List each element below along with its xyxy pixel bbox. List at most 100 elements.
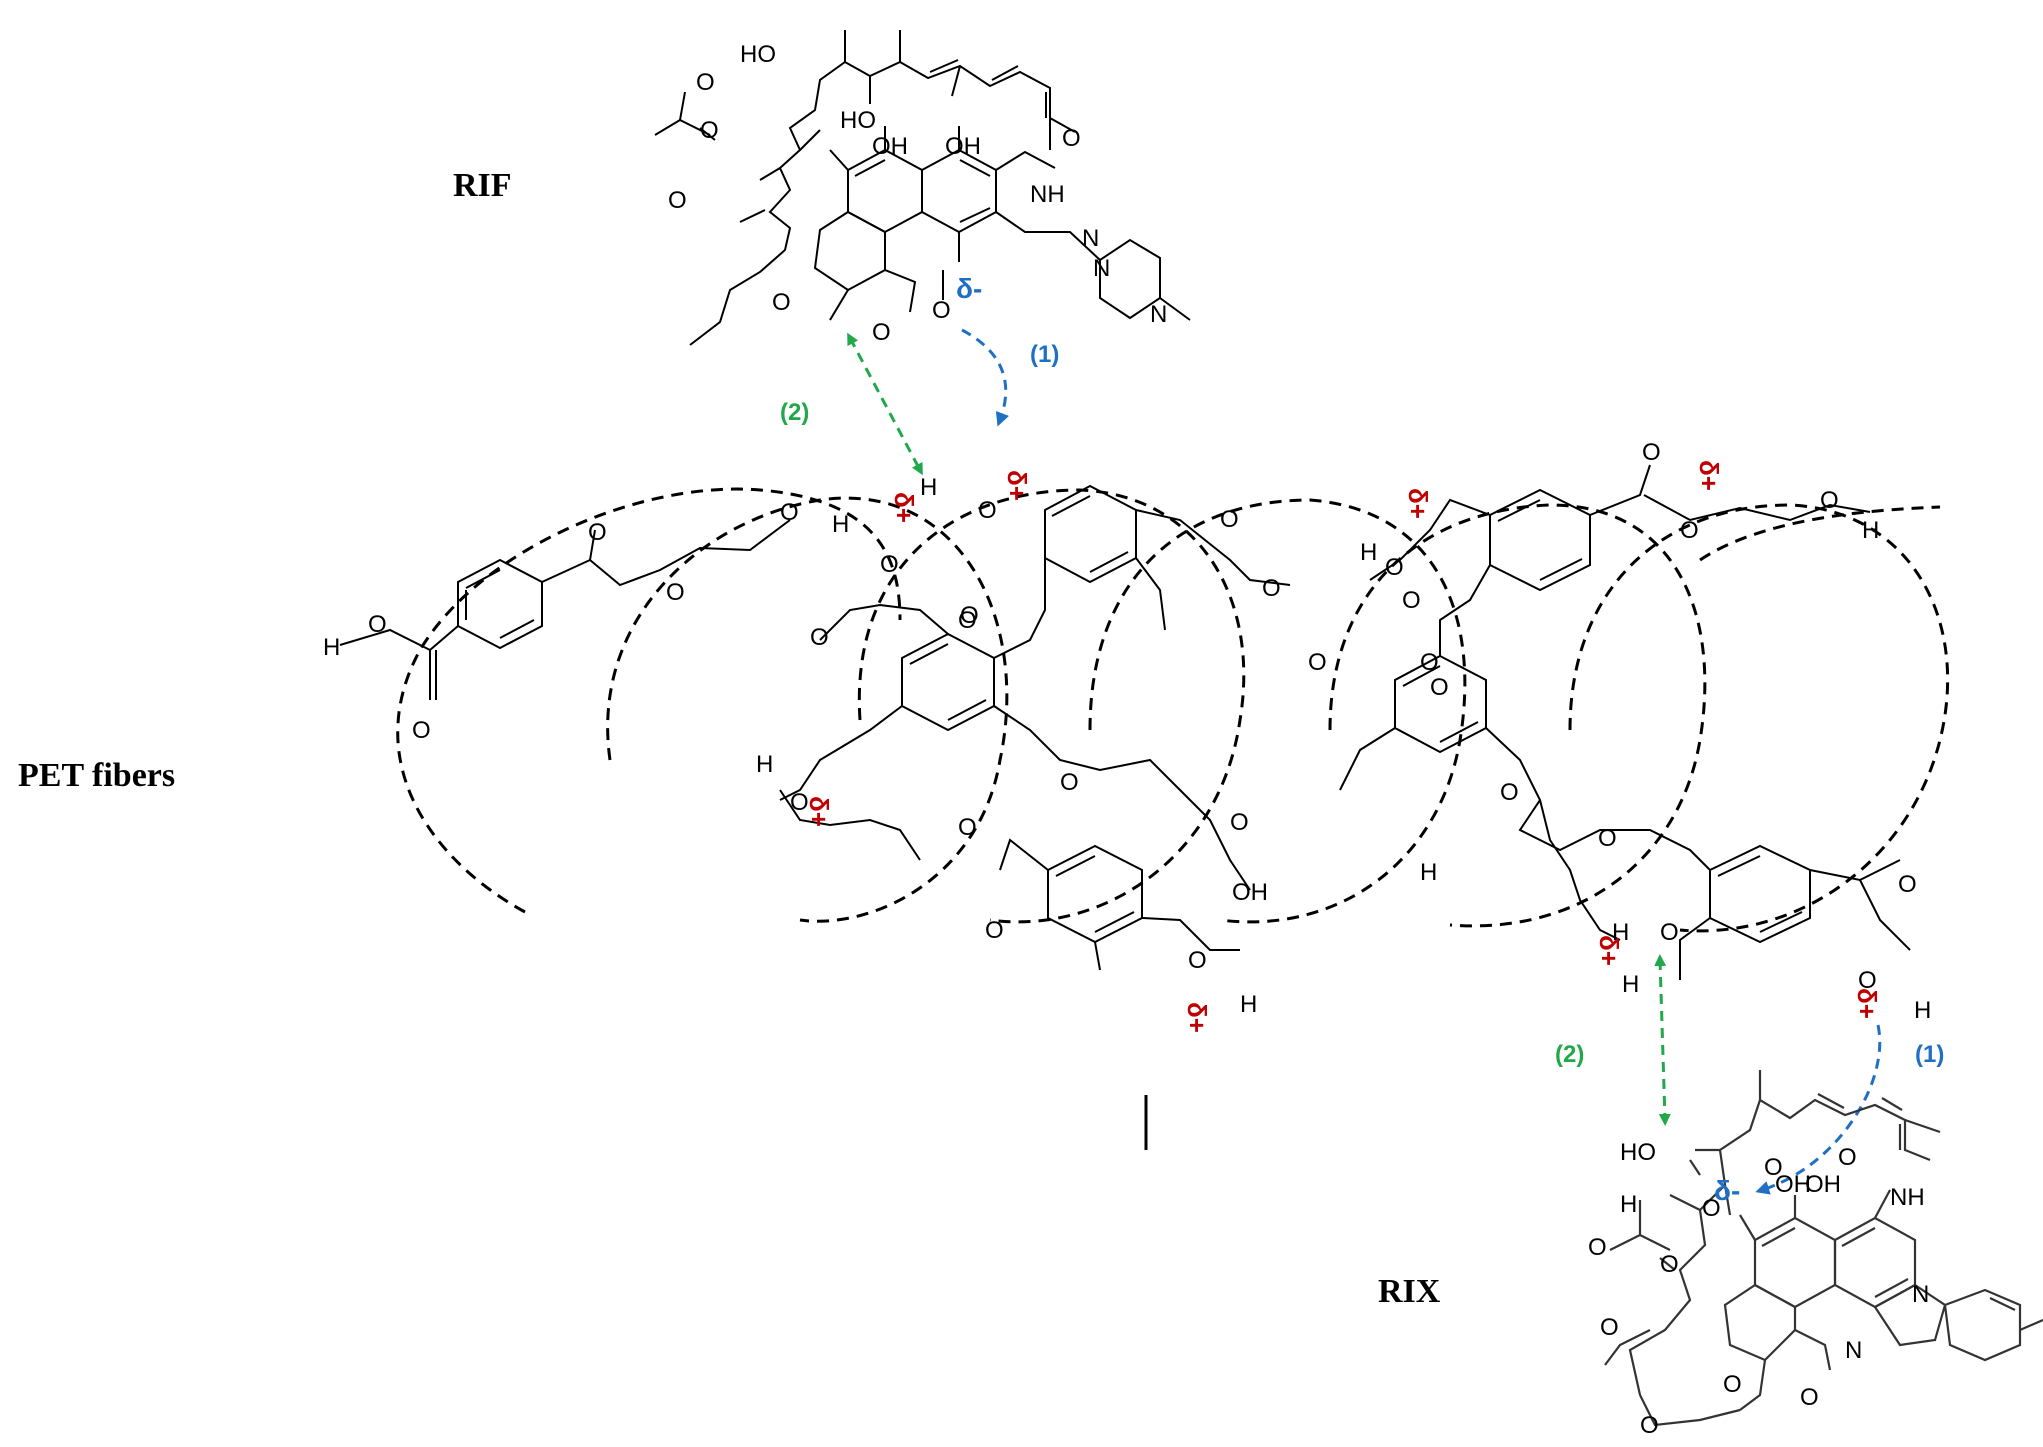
pet-o-17: O — [1500, 779, 1519, 806]
svg-text:δ+: δ+ — [1403, 488, 1433, 519]
pet-o-4: O — [960, 602, 979, 629]
pet-h-2: H — [832, 511, 849, 538]
pet-o-13: O — [1680, 517, 1699, 544]
pet-oh-h-bottom: H — [1240, 991, 1257, 1018]
rif-ketone-o: O — [872, 319, 891, 346]
pet-h-5: H — [1612, 919, 1629, 946]
pet-carbonyl-o-8: O — [1660, 919, 1679, 946]
rix-delta-minus: δ- — [1714, 1175, 1740, 1206]
rix-amide-o: O — [1838, 1144, 1857, 1171]
pet-o-11: O — [790, 789, 809, 816]
pet-o-14: O — [1385, 554, 1404, 581]
svg-text:δ+: δ+ — [889, 492, 919, 523]
svg-text:δ+: δ+ — [1002, 470, 1032, 501]
pet-carbonyl-o-left: O — [412, 717, 431, 744]
pet-h-3: H — [756, 751, 773, 778]
pet-fibers-label: PET fibers — [18, 757, 175, 794]
rix-nh: NH — [1890, 1184, 1925, 1211]
rif-acetyl-o: O — [696, 69, 715, 96]
pet-o-7: O — [1230, 809, 1249, 836]
delta-plus-7: δ+ — [1594, 935, 1624, 966]
pet-carbonyl-o-7: O — [1430, 674, 1449, 701]
pet-o-6: O — [1060, 769, 1079, 796]
pet-carbonyl-o-9: O — [1898, 871, 1917, 898]
svg-text:δ+: δ+ — [1694, 460, 1724, 491]
rix-interaction-1-label: (1) — [1915, 1041, 1944, 1068]
pet-h-6: H — [1622, 971, 1639, 998]
rif-n-3: N — [1150, 301, 1167, 328]
pet-carbonyl-o-4: O — [985, 917, 1004, 944]
delta-plus-8: δ+ — [1852, 988, 1882, 1019]
rix-ring-o: O — [1640, 1412, 1659, 1439]
delta-plus-2: δ+ — [889, 492, 919, 523]
rix-o-1: O — [1702, 1195, 1721, 1222]
pet-oh-o-right: O — [1858, 967, 1877, 994]
delta-plus-5: δ+ — [804, 796, 834, 827]
delta-plus-1: δ+ — [1002, 470, 1032, 501]
rix-n-2: N — [1845, 1337, 1862, 1364]
rix-label: RIX — [1378, 1273, 1441, 1310]
pet-o-5: O — [1262, 575, 1281, 602]
pet-oh-h-top-right: H — [1862, 517, 1879, 544]
delta-plus-4: δ+ — [1694, 460, 1724, 491]
rix-o-2: O — [1764, 1154, 1783, 1181]
rix-ester-o: O — [1660, 1251, 1679, 1278]
pet-oh-o-left: O — [368, 611, 387, 638]
rix-h: H — [1620, 1191, 1637, 1218]
svg-text:δ+: δ+ — [804, 796, 834, 827]
svg-text:δ+: δ+ — [1594, 935, 1624, 966]
rix-ho-1: HO — [1620, 1139, 1656, 1166]
pet-o-15: O — [1402, 587, 1421, 614]
rix-interaction-1-arrow — [1755, 1024, 1882, 1195]
rix-ketone-o: O — [1800, 1384, 1819, 1411]
pet-o-3: O — [780, 499, 799, 526]
rif-ho-top: HO — [740, 41, 776, 68]
rif-oh-1: OH — [872, 133, 908, 160]
delta-plus-6: δ+ — [1182, 1002, 1212, 1033]
rix-interaction-2-label: (2) — [1555, 1041, 1584, 1068]
pet-carbonyl-o-6: O — [1308, 649, 1327, 676]
rix-acetyl-o: O — [1588, 1234, 1607, 1261]
rif-oh-2: OH — [945, 133, 981, 160]
pet-carbonyl-o-2: O — [810, 624, 829, 651]
svg-text:δ+: δ+ — [1182, 1002, 1212, 1033]
rix-molecule: HO OH OH O NH H O O O O O O O O N N δ- — [1588, 1070, 2043, 1439]
pet-oh-o-bottom: O — [1188, 947, 1207, 974]
pet-o-2: O — [666, 579, 685, 606]
pet-h-top: H — [920, 474, 937, 501]
pet-o-18: O — [1598, 825, 1617, 852]
svg-text:δ+: δ+ — [1852, 988, 1882, 1019]
rix-furan-o: O — [1723, 1371, 1742, 1398]
pet-o-8: O — [880, 551, 899, 578]
rif-ho-mid: HO — [840, 107, 876, 134]
pet-o-1: O — [588, 519, 607, 546]
pet-h-7: H — [1420, 859, 1437, 886]
pet-oh-h-right: H — [1914, 997, 1931, 1024]
rif-ester-o: O — [700, 117, 719, 144]
pet-oh-right: OH — [1232, 879, 1268, 906]
rif-interaction-2-arrow — [847, 332, 923, 476]
pet-carbonyl-o-3: O — [1220, 506, 1239, 533]
rif-label: RIF — [453, 167, 512, 204]
rif-n-1: N — [1082, 225, 1099, 252]
pet-o-12: O — [958, 814, 977, 841]
rif-nh: NH — [1030, 181, 1065, 208]
pet-o-16: O — [1420, 649, 1439, 676]
rix-n-1: N — [1912, 1281, 1929, 1308]
pet-helix — [396, 487, 1950, 933]
rif-phenol-o: O — [932, 297, 951, 324]
rix-methoxy-o: O — [1600, 1314, 1619, 1341]
rif-n-2: N — [1093, 255, 1110, 282]
rix-interaction-2-arrow — [1654, 954, 1671, 1126]
pet-oh-h-left: H — [323, 634, 340, 661]
rif-methoxy-o: O — [668, 187, 687, 214]
pet-carbonyl-o-5: O — [1642, 439, 1661, 466]
rif-delta-minus: δ- — [956, 273, 982, 304]
pet-o-9: O — [958, 607, 977, 634]
pet-structure: O O O O H O O O O O O O OH O O H H H O O… — [323, 439, 1931, 1033]
rif-interaction-1-arrow — [961, 328, 1010, 427]
pet-h-4: H — [1360, 539, 1377, 566]
rif-amide-o: O — [1062, 125, 1081, 152]
